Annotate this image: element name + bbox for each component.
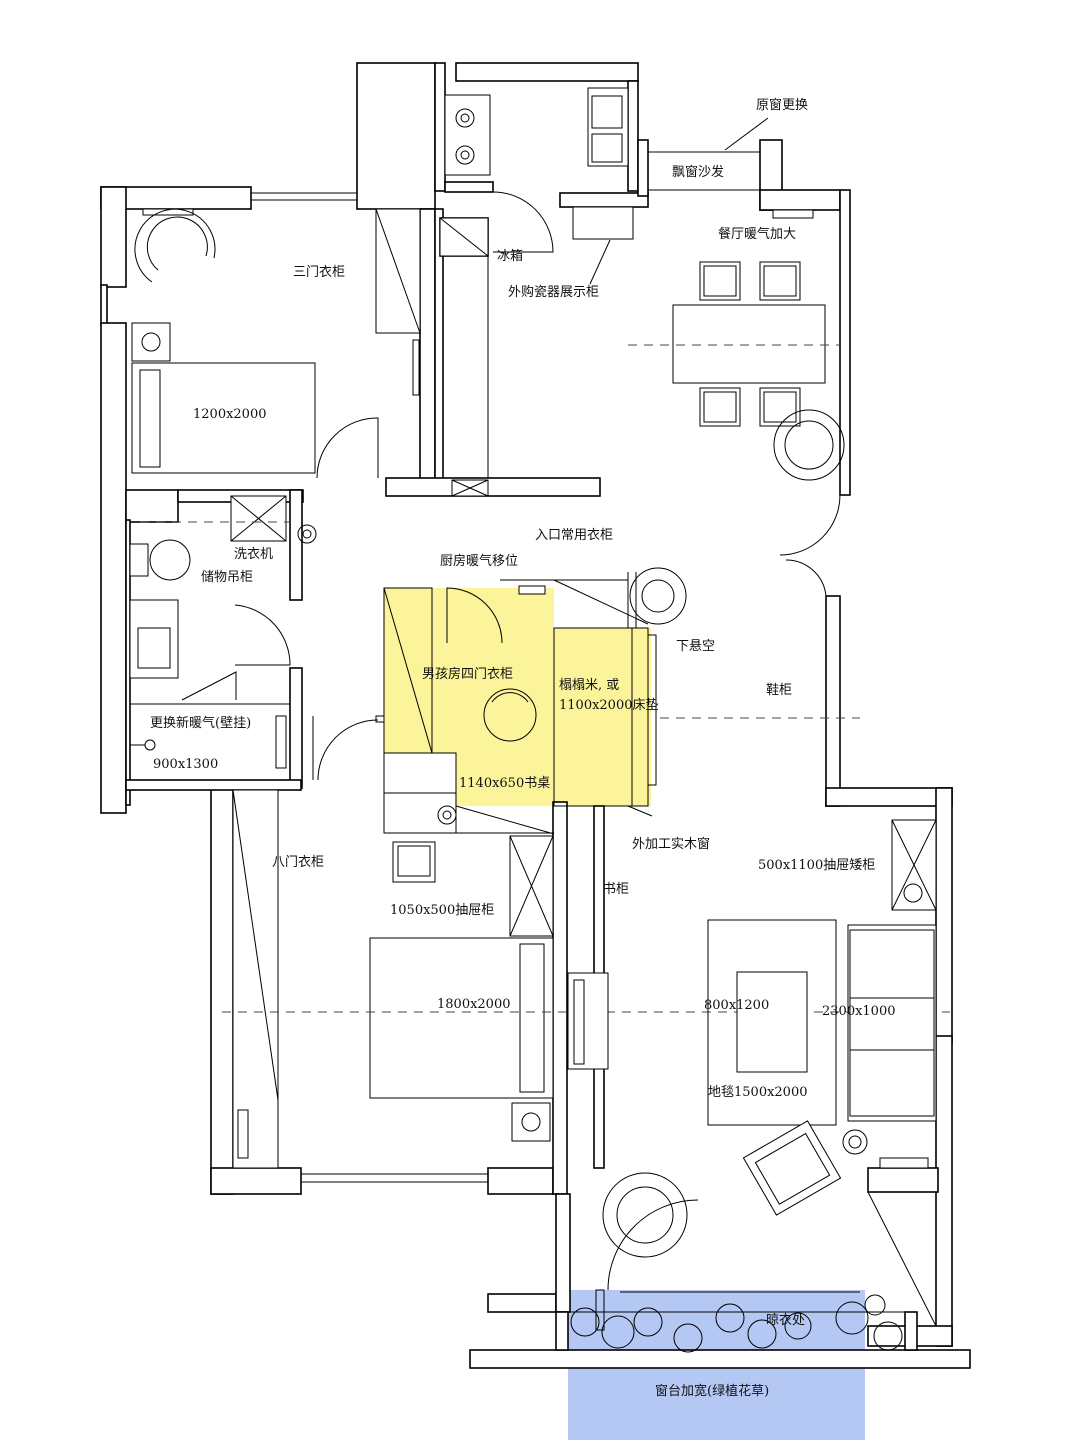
- label-drawer-cabinet: 1050x500抽屉柜: [390, 903, 494, 918]
- label-wood-window: 外加工实木窗: [632, 836, 710, 852]
- exterior-walls: [100, 62, 971, 1369]
- label-three-door-wardrobe: 三门衣柜: [293, 264, 345, 280]
- label-tatami-line2: 1100x2000床垫: [559, 697, 659, 713]
- label-low-drawer-cabinet: 500x1100抽屉矮柜: [758, 858, 875, 873]
- label-bay-sofa: 飘窗沙发: [672, 164, 724, 180]
- label-bed-master: 1800x2000: [437, 997, 511, 1012]
- label-dining-heater: 餐厅暖气加大: [718, 226, 796, 242]
- labels: 原窗更换 飘窗沙发 餐厅暖气加大 冰箱 外购瓷器展示柜 三门衣柜 1200x20…: [150, 97, 896, 1399]
- label-carpet: 地毯1500x2000: [708, 1085, 808, 1100]
- label-hang-below-empty: 下悬空: [676, 639, 715, 654]
- bedroom-small: [131, 208, 421, 479]
- label-kitchen-heater-move: 厨房暖气移位: [440, 553, 518, 569]
- label-bookcase: 书柜: [603, 882, 629, 897]
- label-desk: 1140x650书桌: [459, 776, 550, 791]
- label-storage-cabinet: 储物吊柜: [201, 570, 253, 585]
- label-tatami-line1: 榻榻米, 或: [559, 678, 619, 693]
- label-porcelain-cabinet: 外购瓷器展示柜: [508, 284, 599, 300]
- label-windowsill: 窗台加宽(绿植花草): [655, 1383, 769, 1399]
- label-new-heater-wall: 更换新暖气(壁挂): [150, 715, 251, 731]
- master-bedroom: [222, 789, 950, 1169]
- label-drying-area: 晾衣处: [766, 1312, 805, 1328]
- dining-area: [628, 209, 845, 597]
- living-room: [567, 819, 937, 1327]
- label-boy-wardrobe: 男孩房四门衣柜: [422, 666, 513, 682]
- label-coffee-table: 800x1200: [704, 998, 769, 1013]
- label-sofa: 2300x1000: [822, 1004, 896, 1019]
- label-fridge: 冰箱: [497, 248, 523, 264]
- label-bath-size: 900x1300: [153, 757, 218, 772]
- label-bed-small: 1200x2000: [193, 407, 267, 422]
- kids-room-highlight: [384, 588, 651, 806]
- kids-room: [312, 579, 860, 835]
- label-entry-wardrobe: 入口常用衣柜: [535, 527, 613, 543]
- balcony: [568, 1289, 905, 1353]
- label-window-replace: 原窗更换: [756, 97, 808, 113]
- kitchen: [444, 87, 634, 253]
- bathroom: [126, 495, 317, 791]
- label-shoe-cabinet: 鞋柜: [766, 682, 792, 698]
- label-washer: 洗衣机: [234, 546, 273, 562]
- label-eight-door-wardrobe: 八门衣柜: [272, 854, 324, 870]
